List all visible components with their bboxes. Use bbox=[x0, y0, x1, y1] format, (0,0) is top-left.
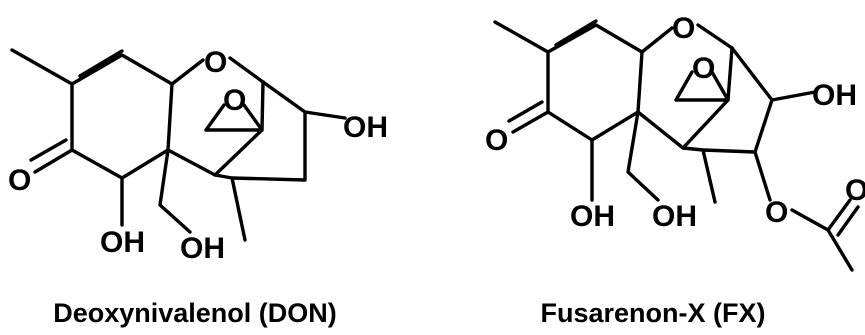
fx-acetyl-methyl bbox=[826, 228, 854, 272]
fx-structure: O O O OH OH OH O O Fusarenon-X (FX) bbox=[485, 12, 865, 328]
don-atom-labels: O O O OH OH OH bbox=[8, 46, 388, 265]
fx-hydroxyl-bottom-right: OH bbox=[652, 200, 697, 233]
don-ch2oh-bond bbox=[158, 148, 192, 234]
don-ring-c bbox=[213, 80, 307, 182]
don-ketone-bond-2 bbox=[29, 138, 68, 162]
fx-ring-b-left bbox=[640, 26, 674, 54]
don-ring-b-right bbox=[228, 56, 265, 84]
fx-methyl-bond bbox=[493, 20, 550, 54]
don-epoxide bbox=[204, 103, 264, 132]
don-quaternary-methyl bbox=[230, 176, 247, 242]
fx-epoxide bbox=[674, 70, 730, 102]
don-caption: Deoxynivalenol (DON) bbox=[53, 298, 337, 328]
fx-atom-labels: O O O OH OH OH O O bbox=[485, 12, 865, 233]
fx-hydroxyl-bond-right bbox=[770, 90, 817, 102]
don-hydroxyl-bottom-left: OH bbox=[100, 226, 145, 259]
fx-ketone-oxygen: O bbox=[485, 124, 508, 157]
fx-quaternary-methyl bbox=[701, 148, 717, 204]
fx-acetyl-bond bbox=[790, 198, 852, 232]
fx-caption: Fusarenon-X (FX) bbox=[540, 298, 765, 328]
fx-ring-b-bottom bbox=[636, 46, 734, 150]
don-ketone-oxygen: O bbox=[8, 164, 31, 197]
don-double-bond-inner bbox=[78, 49, 124, 78]
fx-ketone-bond-2 bbox=[507, 100, 544, 123]
fx-ring-oxygen: O bbox=[672, 12, 695, 45]
fx-ring-b-right bbox=[696, 23, 734, 50]
don-structure: O O O OH OH OH Deoxynivalenol (DON) bbox=[8, 46, 388, 328]
don-ring-oxygen: O bbox=[204, 46, 227, 79]
don-epoxide-oxygen: O bbox=[223, 84, 246, 117]
fx-hydroxyl-right: OH bbox=[812, 79, 857, 112]
fx-acetyl-oxygen: O bbox=[845, 174, 865, 207]
fx-double-bond-inner bbox=[554, 19, 598, 47]
fx-hydroxyl-bottom-left: OH bbox=[570, 200, 615, 233]
fx-ester-oxygen: O bbox=[765, 196, 788, 229]
don-ring-b-left bbox=[170, 58, 205, 86]
fx-ester-bond bbox=[753, 150, 772, 202]
fx-epoxide-oxygen: O bbox=[692, 52, 715, 85]
don-hydroxyl-bottom-right: OH bbox=[180, 232, 225, 265]
fx-acetyl-carbonyl bbox=[836, 205, 860, 237]
don-hydroxyl-right: OH bbox=[343, 111, 388, 144]
don-ring-b-bottom bbox=[166, 80, 265, 177]
don-bonds bbox=[10, 48, 347, 242]
don-hydroxyl-bond-right bbox=[303, 110, 347, 120]
fx-ch2oh-bond bbox=[626, 110, 660, 202]
don-ketone-bond bbox=[33, 148, 74, 174]
don-methyl-bond bbox=[10, 48, 74, 86]
fx-ketone-bond bbox=[511, 110, 550, 134]
fx-bonds bbox=[493, 19, 860, 272]
